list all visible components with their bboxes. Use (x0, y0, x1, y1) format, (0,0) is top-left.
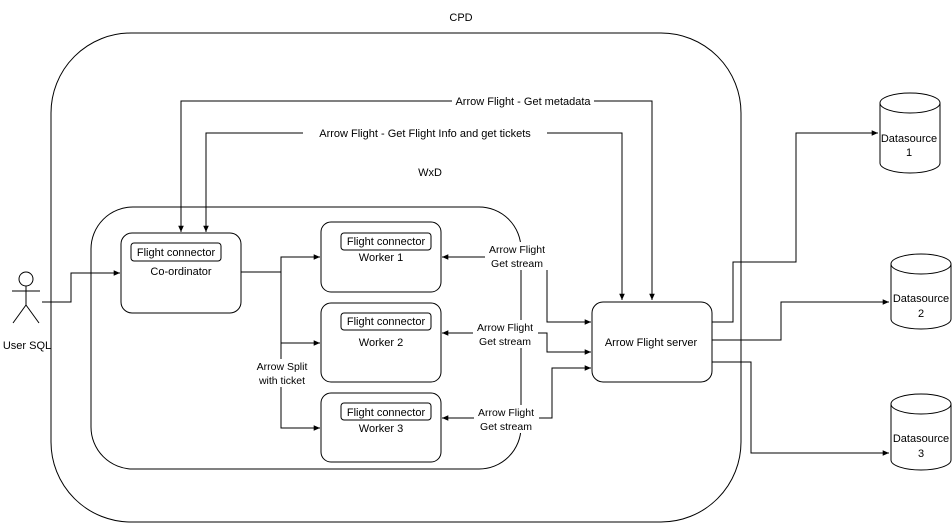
datasource-2-label-line2: 2 (918, 308, 924, 320)
cpd-label: CPD (449, 12, 472, 24)
edge-label-stream-1-line1: Arrow Flight (489, 244, 545, 256)
datasource-3-cylinder: Datasource 3 (890, 393, 952, 471)
coordinator-node: Flight connector Co-ordinator (120, 232, 242, 314)
worker-3-node: Flight connector Worker 3 (320, 392, 442, 463)
worker-2-node: Flight connector Worker 2 (320, 302, 442, 383)
coordinator-badge-text: Flight connector (137, 247, 216, 259)
edge-label-bg-split (254, 359, 310, 387)
datasource-3-label-line2: 3 (918, 448, 924, 460)
datasource-2-label-line1: Datasource (893, 293, 949, 305)
datasource-1-label-line2: 1 (906, 147, 912, 159)
edge-label-stream-3-line1: Arrow Flight (478, 407, 534, 419)
worker-2-label: Worker 2 (359, 337, 403, 349)
edge-server-to-datasource-1 (712, 130, 878, 323)
datasource-1-label-line1: Datasource (881, 133, 937, 145)
edge-label-stream-1-line2: Get stream (491, 258, 543, 270)
worker-1-badge-text: Flight connector (347, 236, 426, 248)
worker-2-flight-connector-badge (340, 312, 432, 331)
worker-2-badge-text: Flight connector (347, 316, 426, 328)
worker-3-flight-connector-badge (340, 402, 432, 421)
edge-label-get-metadata: Arrow Flight - Get metadata (455, 96, 591, 108)
edge-label-bg-flight-info (303, 127, 547, 140)
edge-server-to-datasource-3 (712, 361, 889, 456)
arrow-flight-server-label: Arrow Flight server (605, 337, 698, 349)
edge-user-to-coordinator (42, 270, 120, 303)
user-label: User SQL (3, 340, 51, 352)
edge-label-get-flight-info: Arrow Flight - Get Flight Info and get t… (319, 128, 531, 140)
edge-label-bg-stream-2 (473, 320, 538, 348)
datasource-1-cylinder: Datasource 1 (879, 92, 941, 174)
edge-label-bg-stream-3 (474, 405, 539, 433)
datasource-3-label-line1: Datasource (893, 433, 949, 445)
edge-label-stream-2-line1: Arrow Flight (477, 322, 533, 334)
edge-label-bg-metadata (452, 95, 594, 108)
arrow-flight-server-node: Arrow Flight server (591, 301, 713, 383)
user-actor-icon (12, 271, 40, 324)
edge-get-metadata (178, 100, 655, 300)
worker-1-node: Flight connector Worker 1 (320, 221, 442, 293)
edge-server-to-datasource-2 (712, 299, 889, 341)
coordinator-label: Co-ordinator (150, 266, 211, 278)
wxd-label: WxD (418, 167, 442, 179)
edge-label-stream-3-line2: Get stream (480, 421, 532, 433)
edge-label-stream-2-line2: Get stream (479, 336, 531, 348)
edge-label-bg-stream-1 (485, 242, 550, 270)
worker-3-badge-text: Flight connector (347, 407, 426, 419)
worker-3-label: Worker 3 (359, 423, 403, 435)
datasource-2-cylinder: Datasource 2 (890, 253, 952, 330)
edge-label-split-line2: with ticket (258, 375, 305, 387)
worker-1-label: Worker 1 (359, 252, 403, 264)
edge-label-split-line1: Arrow Split (257, 361, 308, 373)
